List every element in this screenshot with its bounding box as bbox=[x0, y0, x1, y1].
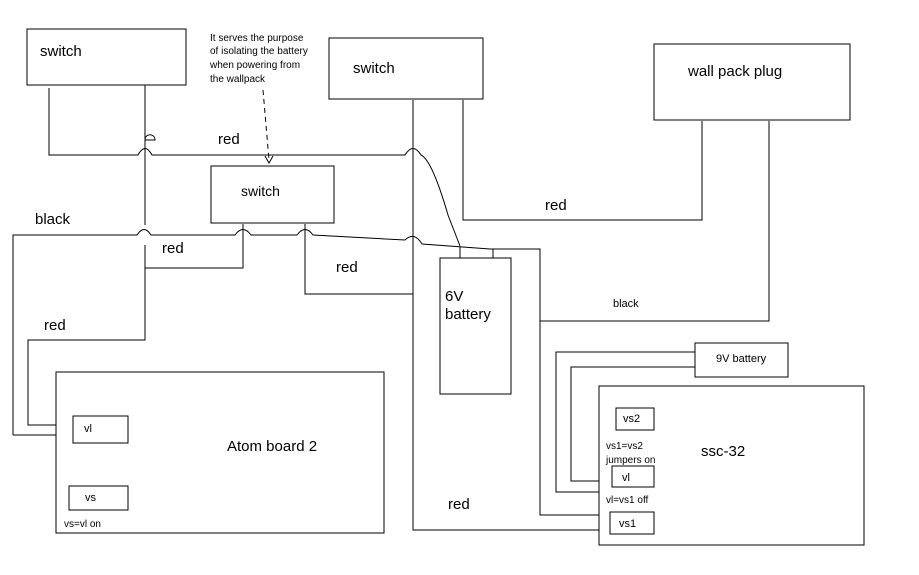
wire-wallpack-black bbox=[540, 121, 770, 322]
wire-switch2-to-battery bbox=[412, 100, 610, 531]
battery-9v-label: 9V battery bbox=[716, 353, 767, 365]
ssc-vs2-label: vs2 bbox=[623, 413, 640, 425]
ssc-jumper-off-note: vl=vs1 off bbox=[606, 495, 649, 506]
ssc-vl-pin-box bbox=[611, 465, 655, 488]
wire-label-black-right: black bbox=[613, 298, 639, 310]
switch-2-box bbox=[328, 37, 484, 100]
ssc-vs2-pin-box bbox=[615, 407, 655, 431]
ssc-vs1-label: vs1 bbox=[619, 518, 636, 530]
atom-board-label: Atom board 2 bbox=[227, 438, 317, 455]
wire-switch3-left bbox=[145, 224, 244, 269]
purpose-note-3: when powering from bbox=[209, 60, 300, 71]
wire-label-red-mid: red bbox=[336, 259, 358, 276]
wire-9v-outer bbox=[555, 351, 695, 493]
purpose-note-2: of isolating the battery bbox=[210, 46, 308, 57]
battery-6v-label-1: 6V bbox=[445, 288, 463, 305]
atom-jumper-note: vs=vl on bbox=[64, 519, 101, 530]
switch-1-label: switch bbox=[40, 43, 82, 60]
wire-9v-inner bbox=[570, 366, 695, 482]
purpose-note-1: It serves the purpose bbox=[210, 33, 304, 44]
ssc-vl-label: vl bbox=[622, 472, 630, 484]
ssc-jumper-note-1: vs1=vs2 bbox=[606, 441, 643, 452]
atom-vs-pin-box bbox=[68, 485, 129, 511]
wire-label-red-mid-left: red bbox=[162, 240, 184, 257]
switch-3-box bbox=[210, 165, 335, 224]
wire-label-red-left: red bbox=[44, 317, 66, 334]
wire-switch1-right-to-atom bbox=[27, 85, 156, 426]
wall-pack-plug-box bbox=[653, 43, 851, 121]
wire-black-left bbox=[12, 229, 610, 516]
battery-6v-label-2: battery bbox=[445, 306, 491, 323]
atom-vl-label: vl bbox=[84, 423, 92, 435]
annotation-arrowhead bbox=[264, 155, 274, 165]
switch-3-label: switch bbox=[241, 183, 280, 199]
wire-switch3-right bbox=[304, 224, 413, 295]
ssc-jumper-note-2: jumpers on bbox=[605, 455, 655, 466]
battery-6v-box bbox=[439, 257, 512, 395]
switch-2-label: switch bbox=[353, 60, 395, 77]
wall-pack-plug-label: wall pack plug bbox=[687, 63, 782, 80]
annotation-arrow bbox=[262, 89, 270, 161]
wire-switch1-left-to-battery bbox=[48, 88, 461, 247]
wire-switch2-to-wallpack bbox=[462, 100, 703, 221]
wires bbox=[12, 85, 770, 531]
atom-vl-pin-box bbox=[72, 415, 129, 444]
battery-9v-box bbox=[694, 342, 789, 378]
wire-label-red-top: red bbox=[218, 131, 240, 148]
wire-label-black-left: black bbox=[35, 211, 71, 228]
atom-vs-label: vs bbox=[85, 492, 97, 504]
wire-battery-top bbox=[459, 247, 494, 258]
purpose-note-4: the wallpack bbox=[210, 74, 266, 85]
wire-label-red-bottom: red bbox=[448, 496, 470, 513]
wire-label-red-wall: red bbox=[545, 197, 567, 214]
switch-1-box bbox=[26, 28, 187, 86]
ssc-vs1-pin-box bbox=[609, 511, 655, 535]
ssc32-label: ssc-32 bbox=[701, 443, 745, 460]
